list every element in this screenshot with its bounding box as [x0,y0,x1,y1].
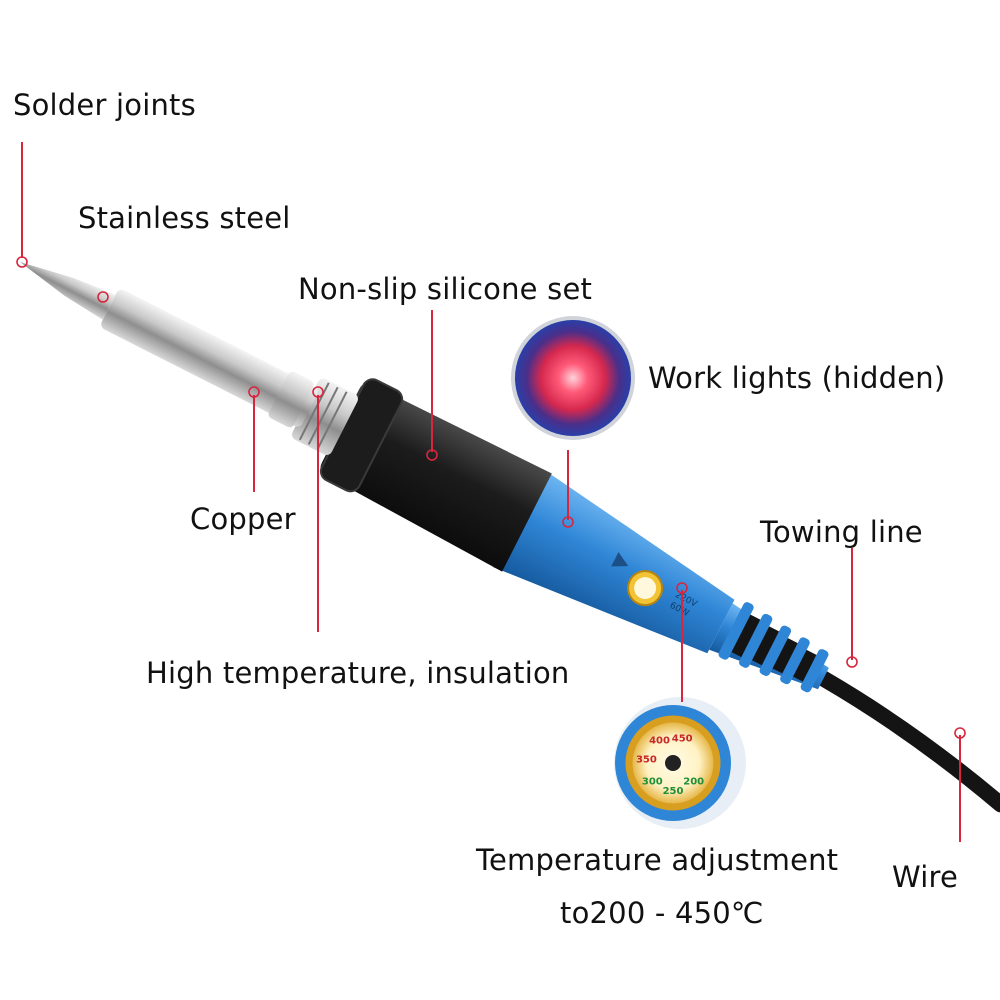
label-work-lights: Work lights (hidden) [648,361,946,395]
label-high-temperature: High temperature, insulation [146,656,570,690]
label-temperature-adjustment: Temperature adjustment [476,843,839,877]
work-light-inset [511,316,635,440]
handle-arrow-icon [611,552,629,567]
soldering-iron: 220V 60W [20,262,1000,813]
label-wire: Wire [892,860,959,894]
dial-value-200: 200 [683,776,704,787]
blue-handle [493,468,735,654]
dial-value-400: 400 [649,736,670,747]
solder-tip [20,262,116,320]
callout-markers [16,256,966,739]
dial-value-250: 250 [663,786,684,797]
strain-relief [709,602,829,693]
knurled-nut [292,378,358,455]
power-wire [815,670,1000,813]
label-towing-line: Towing line [760,515,923,549]
dial-value-300: 300 [642,776,663,787]
label-non-slip-silicone: Non-slip silicone set [298,272,593,306]
callout-lines [21,142,961,842]
label-solder-joints: Solder joints [13,88,196,122]
label-stainless-steel: Stainless steel [78,201,291,235]
label-temperature-range: to200 - 450℃ [560,896,764,930]
label-copper: Copper [190,502,296,536]
steel-barrel [101,289,318,427]
dial-value-450: 450 [672,734,693,745]
dial-value-350: 350 [636,754,657,765]
